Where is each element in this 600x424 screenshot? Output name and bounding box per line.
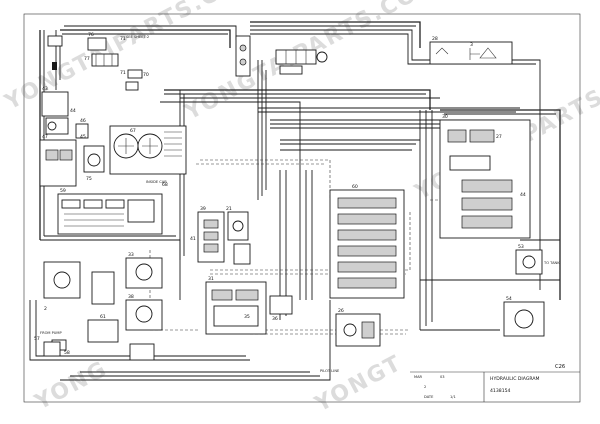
component-lower-center-26: 26 — [335, 308, 381, 347]
label-47: 47 — [42, 134, 48, 140]
component-main-control-valve: 60 — [329, 184, 405, 299]
component-right-lower: 53 54 TO TANK — [503, 244, 560, 337]
note-see-sheet: SEE SHEET 2 — [126, 35, 149, 39]
label-21: 21 — [226, 206, 232, 212]
drawing-number: 4138154 — [490, 388, 511, 394]
label-39: 39 — [200, 206, 206, 212]
title-block: C26 HYDRAULIC DIAGRAM 4138154 2 DATE 1/1… — [410, 364, 580, 402]
label-44: 44 — [70, 108, 76, 114]
label-46: 46 — [80, 118, 86, 124]
sheet-border — [23, 13, 581, 403]
note-cab: INSIDE CAB — [146, 180, 167, 184]
label-76: 76 — [88, 32, 94, 38]
component-right-valve-stack: 30 27 44 — [439, 114, 531, 239]
component-center-lower-block: 31 35 36 — [205, 276, 293, 335]
note-tank: TO TANK — [543, 261, 560, 265]
label-38: 38 — [128, 294, 134, 300]
sheet-label: C26 — [555, 364, 565, 370]
component-valve-top-middle — [235, 35, 328, 77]
label-59: 59 — [60, 188, 66, 194]
label-2: 2 — [44, 306, 47, 312]
component-travel-motors: 33 38 — [125, 252, 163, 361]
watermark-bottom-left: YONG — [30, 356, 112, 415]
label-57: 57 — [34, 336, 40, 342]
pipe-network — [29, 21, 561, 381]
note-pump: FROM PUMP — [40, 331, 63, 335]
code-left: MAR — [414, 375, 423, 379]
label-65: 67 — [130, 128, 136, 134]
component-bottom-left: 57 58 FROM PUMP — [34, 331, 70, 357]
label-30: 30 — [442, 114, 448, 120]
label-75: 75 — [86, 176, 92, 182]
label-36: 36 — [272, 316, 278, 322]
label-45: 45 — [80, 134, 86, 140]
label-58: 58 — [64, 350, 70, 356]
date-label: DATE — [424, 395, 434, 399]
label-33: 33 — [128, 252, 134, 258]
label-70: 70 — [143, 72, 149, 78]
component-filter-top-left — [47, 35, 63, 70]
revision: 2 — [424, 385, 426, 389]
label-35: 35 — [244, 314, 250, 320]
label-54: 54 — [506, 296, 512, 302]
component-control-bank-59: 59 — [57, 188, 163, 235]
component-valve-76: 76 71 SEE SHEET 2 77 71 70 — [84, 32, 149, 91]
watermark-bottom-center: YONGT — [310, 351, 406, 418]
component-lower-left-units: 2 61 — [43, 261, 119, 351]
label-26: 26 — [338, 308, 344, 314]
note-pilot-line: PILOT LINE — [320, 369, 340, 373]
component-pilot-valve: 39 21 41 — [190, 206, 251, 265]
drawing-title: HYDRAULIC DIAGRAM — [490, 376, 540, 382]
label-53: 53 — [518, 244, 524, 250]
label-44b: 44 — [520, 192, 526, 198]
code-mid: 03 — [440, 375, 445, 379]
label-41: 41 — [190, 236, 196, 242]
label-pump-3: 3 — [470, 42, 473, 48]
label-main-valve: 60 — [352, 184, 358, 190]
label-71b: 71 — [120, 70, 126, 76]
label-31: 31 — [208, 276, 214, 282]
component-left-cluster: 43 44 46 45 47 75 — [39, 86, 105, 187]
label-27: 27 — [496, 134, 502, 140]
component-swing-motor: 67 68 INSIDE CAB — [109, 125, 187, 188]
component-tank-top-right: 28 3 — [429, 36, 513, 65]
label-tank: 28 — [432, 36, 438, 42]
label-71a: 71 — [120, 36, 126, 42]
label-43: 43 — [42, 86, 48, 92]
label-77: 77 — [84, 56, 90, 62]
label-61: 61 — [100, 314, 106, 320]
label-68: 68 — [162, 182, 168, 188]
sheet-of: 1/1 — [450, 395, 456, 399]
